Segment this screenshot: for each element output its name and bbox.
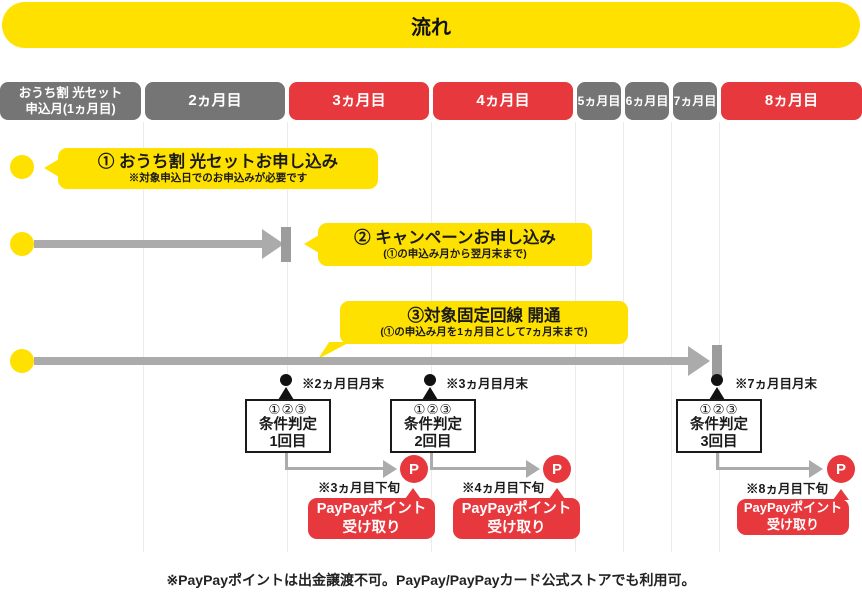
- step2-start-dot: [10, 232, 34, 256]
- paypay-point-icon: P: [543, 455, 571, 483]
- footnote: ※PayPayポイントは出金譲渡不可。PayPay/PayPayカード公式ストア…: [166, 572, 696, 588]
- judgment3-timing: ※8ヵ月目下旬: [746, 482, 828, 496]
- flow-title-banner: 流れ: [2, 2, 860, 48]
- step2-title: ② キャンペーンお申し込み: [354, 228, 556, 247]
- step1-start-dot: [10, 155, 34, 179]
- month-column-8: 8ヵ月目: [721, 82, 862, 120]
- judgment2-line1: 条件判定: [404, 417, 462, 434]
- paypay-point-letter: P: [551, 460, 562, 478]
- judgment3-marker-pointer: [709, 387, 725, 400]
- judgment2-payout-bubble: PayPayポイント 受け取り: [453, 498, 580, 539]
- step3-start-dot: [10, 349, 34, 373]
- step1-title: ① おうち割 光セットお申し込み: [97, 152, 339, 171]
- judgment2-connector-arrow: [526, 460, 540, 478]
- step2-bubble-tail: [304, 235, 319, 253]
- month-column-4: 4ヵ月目: [433, 82, 573, 120]
- judgment1-line1: 条件判定: [259, 417, 317, 434]
- step2-note: (①の申込み月から翌月末まで): [383, 248, 527, 261]
- step2-arrow-head: [262, 229, 284, 259]
- month-column-2-label: 2ヵ月目: [188, 92, 242, 109]
- month-column-5-label: 5ヵ月目: [577, 93, 621, 108]
- step1-bubble: ① おうち割 光セットお申し込み ※対象申込日でのお申込みが必要です: [44, 148, 378, 189]
- judgment3-marker-dot: [711, 374, 723, 386]
- judgment3-payout-line1: PayPayポイント: [743, 500, 843, 516]
- judgment1-marker-pointer: [278, 387, 294, 400]
- judgment3-connector-arrow: [809, 460, 823, 478]
- judgment2-box: ①②③ 条件判定 2回目: [390, 399, 476, 453]
- judgment1-box: ①②③ 条件判定 1回目: [245, 399, 331, 453]
- judgment2-payout-line2: 受け取り: [487, 519, 546, 536]
- judgment1-timing: ※3ヵ月目下旬: [318, 481, 400, 495]
- step2-deadline-bar: [281, 227, 291, 262]
- judgment3-box: ①②③ 条件判定 3回目: [676, 399, 762, 453]
- step3-arrow-shaft: [34, 357, 690, 365]
- step1-note: ※対象申込日でのお申込みが必要です: [128, 172, 308, 185]
- judgment1-marker-label: ※2ヵ月目月末: [302, 377, 384, 391]
- month-column-1-line2: 申込月(1ヵ月目): [25, 102, 116, 116]
- step3-bubble: ③対象固定回線 開通 (①の申込み月を1ヵ月目として7ヵ月末まで): [340, 301, 628, 344]
- judgment2-marker-dot: [424, 374, 436, 386]
- step3-note: (①の申込み月を1ヵ月目として7ヵ月末まで): [380, 326, 588, 339]
- step3-deadline-bar: [712, 345, 722, 378]
- judgment1-marker-dot: [280, 374, 292, 386]
- step2-bubble: ② キャンペーンお申し込み (①の申込み月から翌月末まで): [304, 223, 592, 266]
- judgment1-connector-horizontal: [285, 467, 383, 470]
- month-column-3: 3ヵ月目: [289, 82, 429, 120]
- paypay-point-icon: P: [827, 455, 855, 483]
- judgment3-line2: 3回目: [700, 433, 738, 450]
- judgment3-marker-label: ※7ヵ月目月末: [735, 377, 817, 391]
- month-column-7: 7ヵ月目: [673, 82, 717, 120]
- month-column-5: 5ヵ月目: [577, 82, 621, 120]
- gridline: [671, 122, 672, 552]
- month-column-7-label: 7ヵ月目: [673, 93, 717, 108]
- paypay-point-letter: P: [835, 460, 846, 478]
- judgment2-connector-vertical: [430, 453, 433, 470]
- judgment2-payout-tail: [549, 488, 565, 499]
- judgment3-payout-bubble: PayPayポイント 受け取り: [737, 499, 849, 535]
- judgment3-numbers: ①②③: [699, 401, 739, 417]
- judgment3-payout-tail: [833, 489, 849, 500]
- judgment1-payout-line1: PayPayポイント: [316, 500, 427, 517]
- month-column-1-line1: おうち割 光セット: [18, 86, 123, 100]
- judgment3-connector-horizontal: [716, 467, 809, 470]
- gridline: [143, 122, 144, 552]
- flow-title: 流れ: [411, 16, 451, 39]
- judgment1-payout-bubble: PayPayポイント 受け取り: [308, 498, 435, 539]
- judgment2-marker-label: ※3ヵ月目月末: [446, 377, 528, 391]
- judgment1-line2: 1回目: [269, 433, 307, 450]
- judgment1-connector-vertical: [285, 453, 288, 470]
- judgment3-line1: 条件判定: [690, 417, 748, 434]
- judgment2-connector-horizontal: [430, 467, 526, 470]
- judgment2-payout-line1: PayPayポイント: [461, 500, 572, 517]
- judgment2-marker-pointer: [422, 387, 438, 400]
- judgment1-connector-arrow: [383, 460, 397, 478]
- step3-title: ③対象固定回線 開通: [407, 306, 561, 325]
- gridline: [287, 122, 288, 552]
- judgment2-numbers: ①②③: [413, 401, 453, 417]
- judgment2-line2: 2回目: [414, 433, 452, 450]
- month-column-1: おうち割 光セット 申込月(1ヵ月目): [0, 82, 141, 120]
- month-column-3-label: 3ヵ月目: [332, 92, 386, 109]
- step1-bubble-tail: [44, 159, 59, 177]
- judgment1-payout-line2: 受け取り: [342, 519, 401, 536]
- step2-arrow-shaft: [34, 240, 264, 248]
- gridline: [719, 122, 720, 552]
- step3-arrow-head: [688, 346, 710, 376]
- judgment1-numbers: ①②③: [268, 401, 308, 417]
- month-column-2: 2ヵ月目: [145, 82, 285, 120]
- month-column-8-label: 8ヵ月目: [764, 92, 819, 109]
- month-column-6: 6ヵ月目: [625, 82, 669, 120]
- paypay-point-icon: P: [400, 455, 428, 483]
- paypay-point-letter: P: [408, 460, 419, 478]
- judgment1-payout-tail: [405, 488, 421, 499]
- month-column-6-label: 6ヵ月目: [625, 93, 669, 108]
- judgment2-timing: ※4ヵ月目下旬: [462, 481, 544, 495]
- month-column-4-label: 4ヵ月目: [476, 92, 530, 109]
- judgment3-connector-vertical: [716, 453, 719, 470]
- judgment3-payout-line2: 受け取り: [766, 517, 819, 532]
